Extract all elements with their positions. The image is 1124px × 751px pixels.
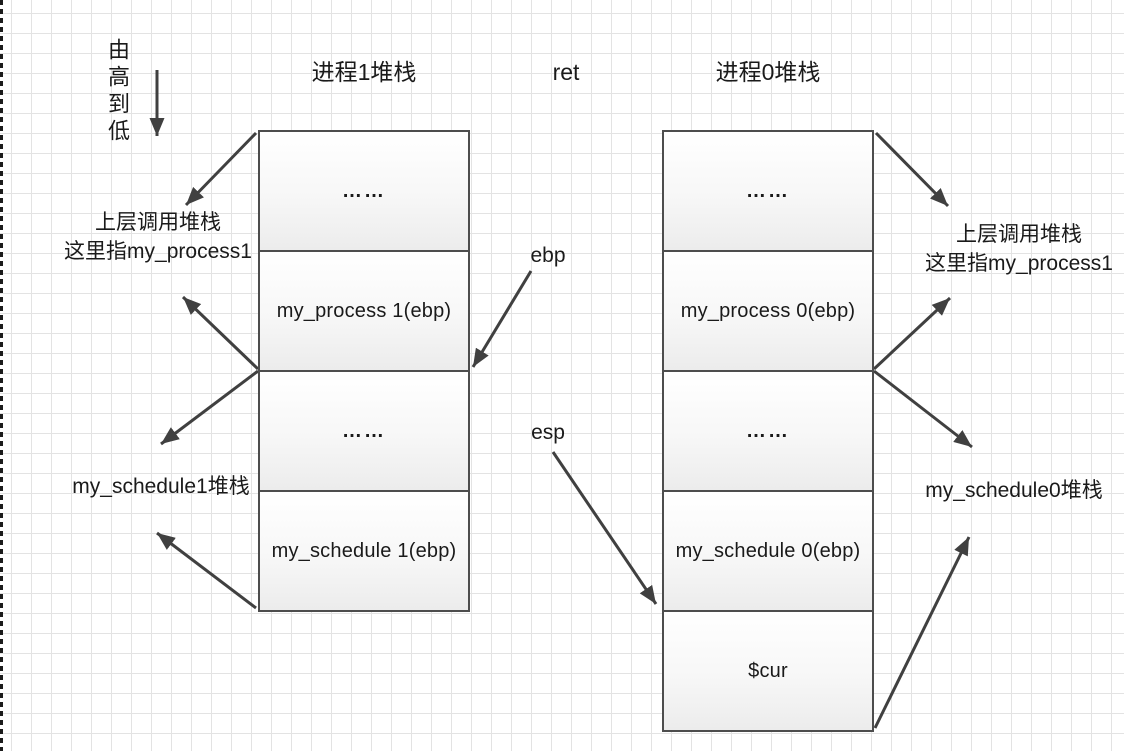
stack-cell: my_process 1(ebp) [260,250,468,370]
left-caller-arrow [184,131,258,207]
stack-cell: $cur [664,610,872,730]
stack-cell: …… [260,370,468,490]
process0-stack: …… my_process 0(ebp) …… my_schedule 0(eb… [662,130,874,732]
stack-cell: my_schedule 1(ebp) [260,490,468,610]
right-caller-arrow [874,131,950,208]
stack-cell: my_schedule 0(ebp) [664,490,872,610]
left-schedule-annotation: my_schedule1堆栈 [72,475,250,498]
right-stack-title: 进程0堆栈 [715,59,821,85]
stack-cell: …… [664,132,872,250]
ret-label: ret [552,59,580,85]
page-boundary-dashed-line [0,0,3,751]
esp-arrow [551,451,658,605]
right-caller-line1: 上层调用堆栈 [956,223,1082,246]
right-mid-down-arrow [873,369,973,449]
left-bottom-arrow [156,531,257,610]
right-mid-up-arrow [872,296,952,371]
right-caller-line2: 这里指my_process1 [925,252,1113,275]
ebp-label: ebp [530,244,566,267]
ebp-arrow [471,270,533,368]
stack-cell: my_process 0(ebp) [664,250,872,370]
esp-label: esp [531,421,565,444]
left-caller-annotation: 上层调用堆栈 这里指my_process1 [48,208,268,266]
right-bottom-arrow [873,536,971,729]
left-mid-up-arrow [181,295,260,371]
process1-stack: …… my_process 1(ebp) …… my_schedule 1(eb… [258,130,470,612]
stack-cell: …… [260,132,468,250]
stack-cell: …… [664,370,872,490]
left-mid-down-arrow [160,369,259,446]
high-to-low-label: 由高到低 [105,38,130,146]
right-schedule-annotation: my_schedule0堆栈 [925,479,1103,502]
left-stack-title: 进程1堆栈 [311,59,417,85]
right-caller-annotation: 上层调用堆栈 这里指my_process1 [909,220,1124,278]
left-caller-line1: 上层调用堆栈 [95,211,221,234]
left-caller-line2: 这里指my_process1 [64,240,252,263]
